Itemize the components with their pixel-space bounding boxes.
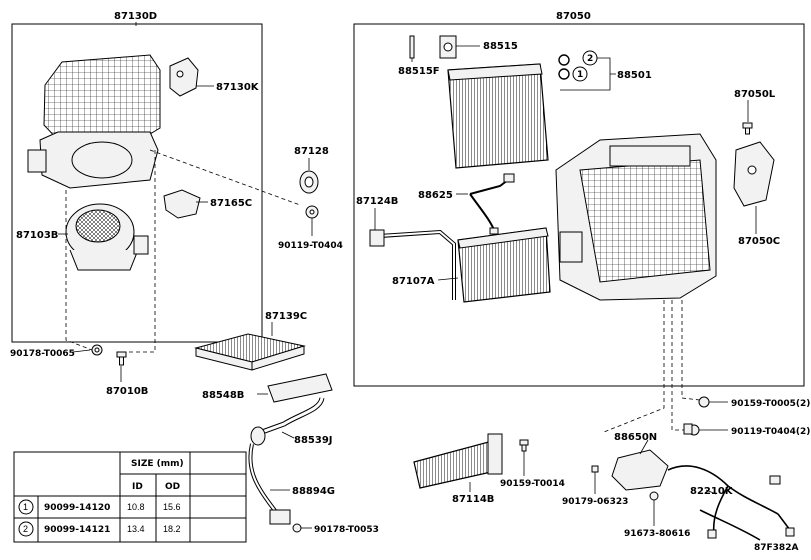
- screw-87050l: [742, 122, 753, 135]
- size-table-col-od: OD: [165, 482, 180, 492]
- hose-88539j-drawing: [250, 397, 325, 446]
- expansion-valve-88515-drawing: [409, 35, 457, 59]
- label-90159-t0014: 90159-T0014: [500, 479, 565, 489]
- label-88894g: 88894G: [292, 486, 335, 497]
- label-88515f: 88515F: [398, 66, 440, 77]
- label-88501: 88501: [617, 70, 652, 81]
- label-87050c: 87050C: [738, 236, 780, 247]
- amplifier-88650n-drawing: [611, 449, 669, 491]
- size-table-col-id: ID: [132, 482, 143, 492]
- label-88539j: 88539J: [294, 435, 333, 446]
- screw-90159-t0014: [519, 439, 529, 452]
- label-88548b: 88548B: [202, 390, 244, 401]
- label-87103b: 87103B: [16, 230, 58, 241]
- bolt-91673-80616: [649, 491, 659, 501]
- label-87050l: 87050L: [734, 89, 776, 100]
- size-table-od-2: 18.2: [163, 524, 181, 534]
- label-90159-t0005-2: 90159-T0005(2): [731, 399, 810, 409]
- clip-90178-t0053: [292, 523, 302, 533]
- size-table-ref-2-badge: [18, 521, 34, 537]
- guide-line: [671, 300, 690, 431]
- size-table: [13, 451, 247, 543]
- guide-line: [65, 190, 93, 351]
- label-87130d: 87130D: [114, 11, 157, 22]
- size-table-id-2: 13.4: [127, 524, 145, 534]
- filter-87139c-drawing: [194, 333, 306, 371]
- heater-core-87107a-drawing: [457, 227, 551, 303]
- label-88625: 88625: [418, 190, 453, 201]
- clip-90178-t0065: [91, 344, 103, 356]
- label-87107a: 87107A: [392, 276, 435, 287]
- diagram-code: 87F382A: [754, 543, 798, 553]
- size-table-part-2: 90099-14121: [44, 525, 110, 535]
- leader-line: [72, 349, 91, 353]
- clip-90159-t0005: [698, 396, 710, 408]
- label-88515: 88515: [483, 41, 518, 52]
- size-table-title: SIZE (mm): [131, 459, 184, 469]
- label-87010b: 87010B: [106, 386, 148, 397]
- label-88650n: 88650N: [614, 432, 657, 443]
- guide-line: [603, 300, 665, 433]
- label-87139c: 87139C: [265, 311, 307, 322]
- evaporator-88501-drawing: [447, 63, 549, 169]
- heater-case-drawing: [555, 133, 717, 301]
- label-87050: 87050: [556, 11, 591, 22]
- pipe-87124b-drawing: [369, 229, 456, 300]
- leader-line: [437, 277, 459, 281]
- label-82210k: 82210K: [690, 486, 734, 497]
- clip-90179-06323: [591, 465, 599, 473]
- size-table-ref-1-badge: [18, 499, 34, 515]
- actuator-87130k-drawing: [169, 57, 199, 97]
- thermistor-88625-drawing: [469, 173, 515, 235]
- drain-88894g-drawing: [248, 443, 291, 525]
- seal-88548b-drawing: [267, 373, 333, 403]
- wire-harness-82210k-drawing: [667, 423, 795, 541]
- label-90119-t0404-2: 90119-T0404(2): [731, 427, 810, 437]
- size-table-ref-2: 2: [23, 524, 28, 534]
- blower-case-drawing: [27, 54, 161, 189]
- label-90178-t0065: 90178-T0065: [10, 349, 75, 359]
- label-90178-t0053: 90178-T0053: [314, 525, 379, 535]
- bracket-line: [560, 57, 616, 91]
- size-table-id-1: 10.8: [127, 502, 145, 512]
- label-91673-80616: 91673-80616: [624, 529, 690, 539]
- guide-line: [681, 300, 701, 401]
- label-87130k: 87130K: [216, 82, 260, 93]
- leader-line: [281, 431, 295, 439]
- label-87124b: 87124B: [356, 196, 398, 207]
- size-table-ref-1: 1: [23, 502, 28, 512]
- o-rings-drawing: [558, 50, 598, 82]
- leader-line: [639, 439, 649, 455]
- guide-line: [149, 149, 301, 206]
- label-87165c: 87165C: [210, 198, 252, 209]
- label-90179-06323: 90179-06323: [562, 497, 628, 507]
- blower-motor-drawing: [65, 203, 149, 271]
- actuator-87050c-drawing: [733, 141, 775, 207]
- screw-87010b: [116, 351, 127, 366]
- size-table-od-1: 15.6: [163, 502, 181, 512]
- label-90119-t0404: 90119-T0404: [278, 241, 343, 251]
- resistor-87165c-drawing: [163, 189, 201, 219]
- ptc-heater-87114b-drawing: [413, 433, 503, 489]
- size-table-part-1: 90099-14120: [44, 503, 110, 513]
- grommet-87128-drawing: [299, 170, 319, 194]
- label-87128: 87128: [294, 146, 329, 157]
- leader-line: [705, 489, 717, 495]
- heater-unit-assembly-frame: [353, 23, 805, 387]
- label-87114b: 87114B: [452, 494, 494, 505]
- o-ring-callout-2: 2: [587, 54, 593, 64]
- o-ring-callout-1: 1: [577, 70, 583, 80]
- blower-assembly-frame: [11, 23, 263, 343]
- clip-90119-t0404: [305, 205, 319, 219]
